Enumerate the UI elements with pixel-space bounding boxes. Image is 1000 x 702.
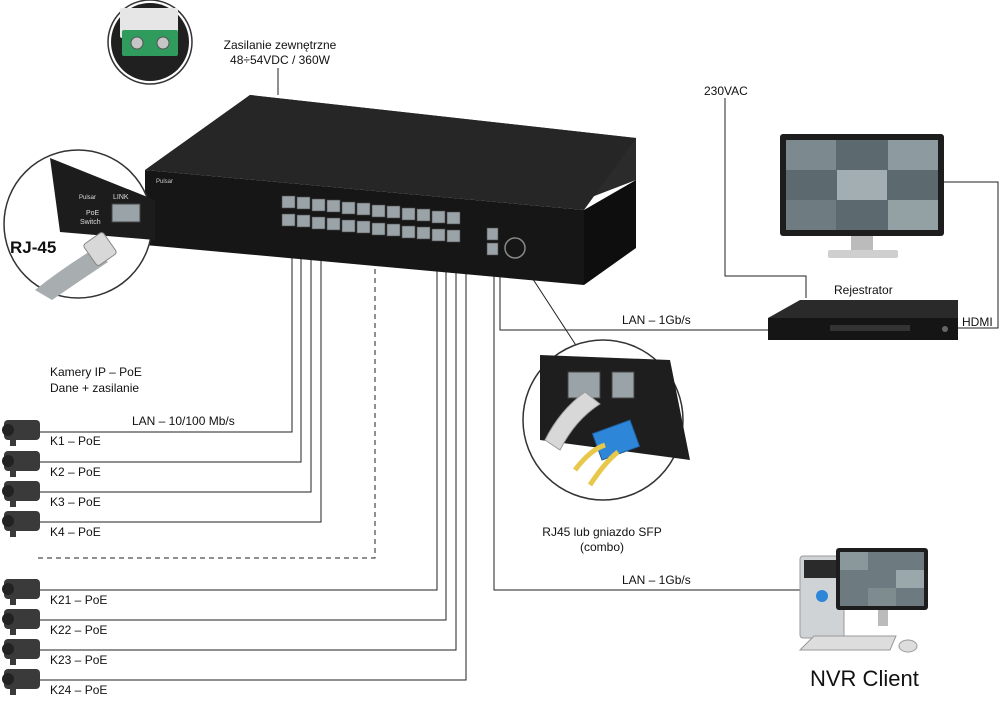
- camera-k24-icon: [2, 669, 40, 695]
- poe-switch: Pulsar: [145, 95, 636, 285]
- line-k2: [38, 232, 302, 463]
- monitor: [780, 134, 944, 258]
- svg-text:Switch: Switch: [80, 219, 101, 226]
- line-lan-recorder: [499, 262, 768, 331]
- line-k1: [38, 232, 293, 433]
- camera-k21-icon: [2, 579, 40, 605]
- lan-1g-bottom-label: LAN – 1Gb/s: [622, 573, 691, 587]
- camera-k4-label: K4 – PoE: [50, 525, 101, 539]
- sfp-zoom-inset: [522, 339, 690, 501]
- recorder-device: [768, 300, 958, 340]
- camera-k1-label: K1 – PoE: [50, 434, 101, 448]
- camera-k4-icon: [2, 511, 40, 537]
- power-connector-inset: [107, 0, 193, 85]
- green-terminal-block: [122, 30, 178, 56]
- rj45-zoom-inset: Pulsar LINK PoE Switch: [3, 149, 155, 300]
- power-label: Zasilanie zewnętrzne 48÷54VDC / 360W: [223, 38, 337, 67]
- line-k3: [38, 232, 312, 493]
- line-k24: [38, 246, 467, 681]
- camera-k2-icon: [2, 451, 40, 477]
- camera-k22-icon: [2, 609, 40, 635]
- hdmi-label: HDMI: [962, 315, 993, 329]
- camera-k1-icon: [2, 420, 40, 446]
- line-dashed-more-ports: [38, 246, 376, 559]
- camera-k23-icon: [2, 639, 40, 665]
- nvr-client-label: NVR Client: [810, 666, 919, 691]
- line-hdmi: [944, 181, 999, 329]
- cameras-header: Kamery IP – PoE Dane + zasilanie: [50, 365, 142, 395]
- switch-ports: [281, 195, 499, 256]
- camera-k2-label: K2 – PoE: [50, 465, 101, 479]
- svg-text:LINK: LINK: [113, 194, 129, 201]
- rj45-label: RJ-45: [10, 238, 57, 257]
- line-k4: [38, 232, 322, 523]
- line-k21: [38, 246, 438, 591]
- line-lan-client: [493, 262, 800, 591]
- switch-sfp-highlight: [504, 237, 526, 259]
- vac-label: 230VAC: [704, 84, 748, 98]
- nvr-client-workstation: [798, 548, 928, 653]
- camera-k21-label: K21 – PoE: [50, 593, 108, 607]
- svg-text:Pulsar: Pulsar: [79, 195, 96, 201]
- camera-k3-label: K3 – PoE: [50, 495, 101, 509]
- combo-label: RJ45 lub gniazdo SFP (combo): [542, 525, 662, 554]
- camera-k3-icon: [2, 481, 40, 507]
- lan-1g-top-label: LAN – 1Gb/s: [622, 313, 691, 327]
- svg-text:PoE: PoE: [86, 210, 100, 217]
- camera-icons: [2, 420, 40, 695]
- camera-k24-label: K24 – PoE: [50, 683, 108, 697]
- lan-10-100-label: LAN – 10/100 Mb/s: [132, 414, 235, 428]
- line-k23: [38, 246, 457, 651]
- line-230vac: [724, 98, 807, 298]
- line-k22: [38, 246, 447, 621]
- camera-k23-label: K23 – PoE: [50, 653, 108, 667]
- recorder-label: Rejestrator: [834, 283, 893, 297]
- switch-brand: Pulsar: [156, 179, 173, 185]
- camera-k22-label: K22 – PoE: [50, 623, 108, 637]
